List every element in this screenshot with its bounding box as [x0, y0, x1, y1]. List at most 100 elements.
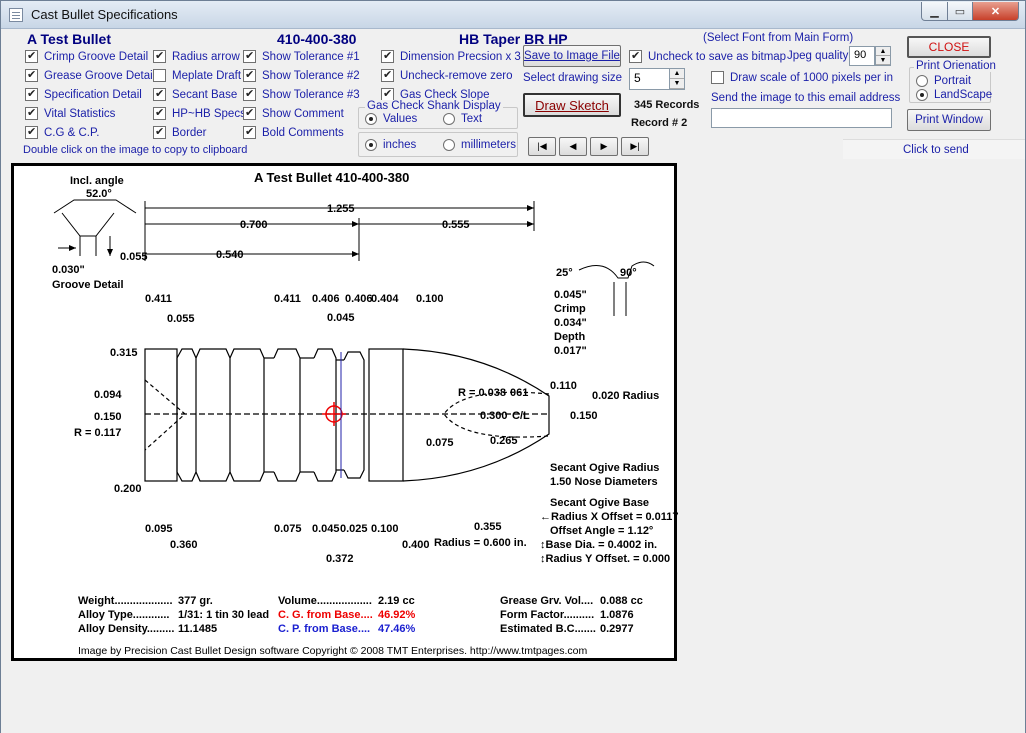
checkbox-box[interactable] [25, 49, 38, 63]
checkbox-grease-groove-detail[interactable]: Grease Groove Detail [25, 68, 155, 82]
title-bar[interactable]: Cast Bullet Specifications ▁ ▭ ✕ [1, 1, 1025, 29]
close-button[interactable]: CLOSE [907, 36, 991, 58]
draw-sketch-button[interactable]: Draw Sketch [523, 93, 621, 117]
print-window-button[interactable]: Print Window [907, 109, 991, 131]
spin-up-icon[interactable]: ▲ [670, 69, 684, 79]
incl-angle-value: 52.0° [86, 188, 112, 200]
checkbox-label: Meplate Draft [172, 69, 242, 82]
checkbox-box[interactable] [153, 125, 166, 139]
last-record-button[interactable]: ▶| [621, 137, 649, 156]
checkbox-box[interactable] [381, 68, 394, 82]
radio-label: LandScape [934, 89, 993, 101]
checkbox-vital-statistics[interactable]: Vital Statistics [25, 106, 115, 120]
spin-up-icon[interactable]: ▲ [876, 47, 890, 56]
checkbox-box[interactable] [243, 125, 256, 139]
radio-text[interactable]: Text [443, 113, 482, 125]
stat-cp-label: C. P. from Base.... [278, 623, 370, 635]
radio-dot[interactable] [916, 89, 928, 101]
checkbox-box[interactable] [25, 87, 38, 101]
radio-dot[interactable] [443, 113, 455, 125]
checkbox-box[interactable] [243, 106, 256, 120]
jpeg-quality-spinner[interactable]: ▲▼ [875, 46, 891, 66]
checkbox-gas-check-slope[interactable]: Gas Check Slope [381, 87, 490, 101]
checkbox-show-tolerance-1[interactable]: Show Tolerance #1 [243, 49, 360, 63]
checkbox-box[interactable] [381, 49, 394, 63]
checkbox-box[interactable] [25, 68, 38, 82]
hp-300: 0.300 [480, 410, 508, 422]
radio-dot[interactable] [443, 139, 455, 151]
checkbox-specification-detail[interactable]: Specification Detail [25, 87, 142, 101]
radio-label: millimeters [461, 139, 516, 151]
checkbox-secant-base[interactable]: Secant Base [153, 87, 237, 101]
checkbox-label: Uncheck-remove zero [400, 69, 513, 82]
crimp-depth-label: Depth [554, 331, 585, 343]
checkbox-show-tolerance-3[interactable]: Show Tolerance #3 [243, 87, 360, 101]
save-image-button[interactable]: Save to Image File [523, 45, 621, 67]
checkbox-bold-comments[interactable]: Bold Comments [243, 125, 344, 139]
checkbox-box[interactable] [153, 106, 166, 120]
click-to-send-button[interactable]: Click to send [843, 139, 1025, 159]
spin-down-icon[interactable]: ▼ [670, 79, 684, 89]
radio-dot[interactable] [365, 113, 377, 125]
status-bar [1, 721, 1025, 733]
checkbox-box[interactable] [243, 68, 256, 82]
prev-record-button[interactable]: ◀ [559, 137, 587, 156]
checkbox-label: Dimension Precsion x 3 [400, 50, 521, 63]
bottom-dim-045: 0.045 [312, 523, 340, 535]
checkbox-box[interactable] [711, 71, 724, 84]
left-dim-150: 0.150 [94, 411, 122, 423]
radio-dot[interactable] [916, 75, 928, 87]
checkbox-meplate-draft[interactable]: Meplate Draft [153, 69, 241, 82]
bottom-dim-075: 0.075 [274, 523, 302, 535]
radio-inches[interactable]: inches [365, 139, 416, 151]
units-group: inches millimeters [358, 132, 518, 157]
checkbox-draw-scale[interactable]: Draw scale of 1000 pixels per in [711, 71, 893, 84]
checkbox-box[interactable] [153, 87, 166, 101]
prev-icon: ◀ [569, 141, 577, 151]
checkbox-border[interactable]: Border [153, 125, 207, 139]
minimize-button[interactable]: ▁ [921, 2, 948, 21]
ogive-line-3: Secant Ogive Base [550, 497, 649, 509]
checkbox-box[interactable] [25, 125, 38, 139]
radio-dot[interactable] [365, 139, 377, 151]
checkbox-cg-cp[interactable]: C.G & C.P. [25, 125, 100, 139]
spin-down-icon[interactable]: ▼ [876, 56, 890, 65]
checkbox-crimp-groove-detail[interactable]: Crimp Groove Detail [25, 49, 148, 63]
checkbox-label: C.G & C.P. [44, 126, 100, 139]
checkbox-box[interactable] [243, 49, 256, 63]
maximize-button[interactable]: ▭ [947, 2, 973, 21]
window-close-button[interactable]: ✕ [972, 2, 1019, 21]
drawing-size-spinner[interactable]: ▲▼ [669, 68, 685, 90]
checkbox-show-comment[interactable]: Show Comment [243, 106, 344, 120]
checkbox-save-bitmap[interactable]: Uncheck to save as bitmap [629, 49, 786, 63]
checkbox-show-tolerance-2[interactable]: Show Tolerance #2 [243, 68, 360, 82]
bullet-drawing-canvas[interactable]: A Test Bullet 410-400-380 Incl. angle 52… [11, 163, 678, 661]
copyright-text: Image by Precision Cast Bullet Design so… [78, 645, 587, 657]
hp-150: 0.150 [570, 410, 598, 422]
radio-values[interactable]: Values [365, 113, 417, 125]
checkbox-box[interactable] [25, 106, 38, 120]
radio-landscape[interactable]: LandScape [916, 89, 992, 101]
first-record-button[interactable]: |◀ [528, 137, 556, 156]
checkbox-remove-zero[interactable]: Uncheck-remove zero [381, 68, 513, 82]
next-record-button[interactable]: ▶ [590, 137, 618, 156]
hp-r038: R = 0.038 [458, 387, 506, 399]
incl-angle-label: Incl. angle [70, 175, 124, 187]
checkbox-hp-hb-specs[interactable]: HP~HB Specs [153, 106, 246, 120]
center-of-gravity-marker [322, 352, 346, 478]
print-orientation-label: Print Orienation [914, 60, 998, 72]
email-input[interactable] [711, 108, 892, 128]
checkbox-box[interactable] [153, 69, 166, 82]
crimp-label: Crimp [554, 303, 586, 315]
jpeg-quality-input[interactable]: 90 [849, 46, 875, 66]
radio-portrait[interactable]: Portrait [916, 75, 971, 87]
radio-millimeters[interactable]: millimeters [443, 139, 516, 151]
checkbox-box[interactable] [153, 49, 166, 63]
checkbox-radius-arrow[interactable]: Radius arrow [153, 49, 240, 63]
checkbox-dimension-precision[interactable]: Dimension Precsion x 3 [381, 49, 521, 63]
dia-label-8: 0.100 [416, 293, 444, 305]
checkbox-box[interactable] [243, 87, 256, 101]
dim-length-total: 1.255 [327, 203, 355, 215]
checkbox-box[interactable] [629, 49, 642, 63]
dia-label-4: 0.406 [312, 293, 340, 305]
